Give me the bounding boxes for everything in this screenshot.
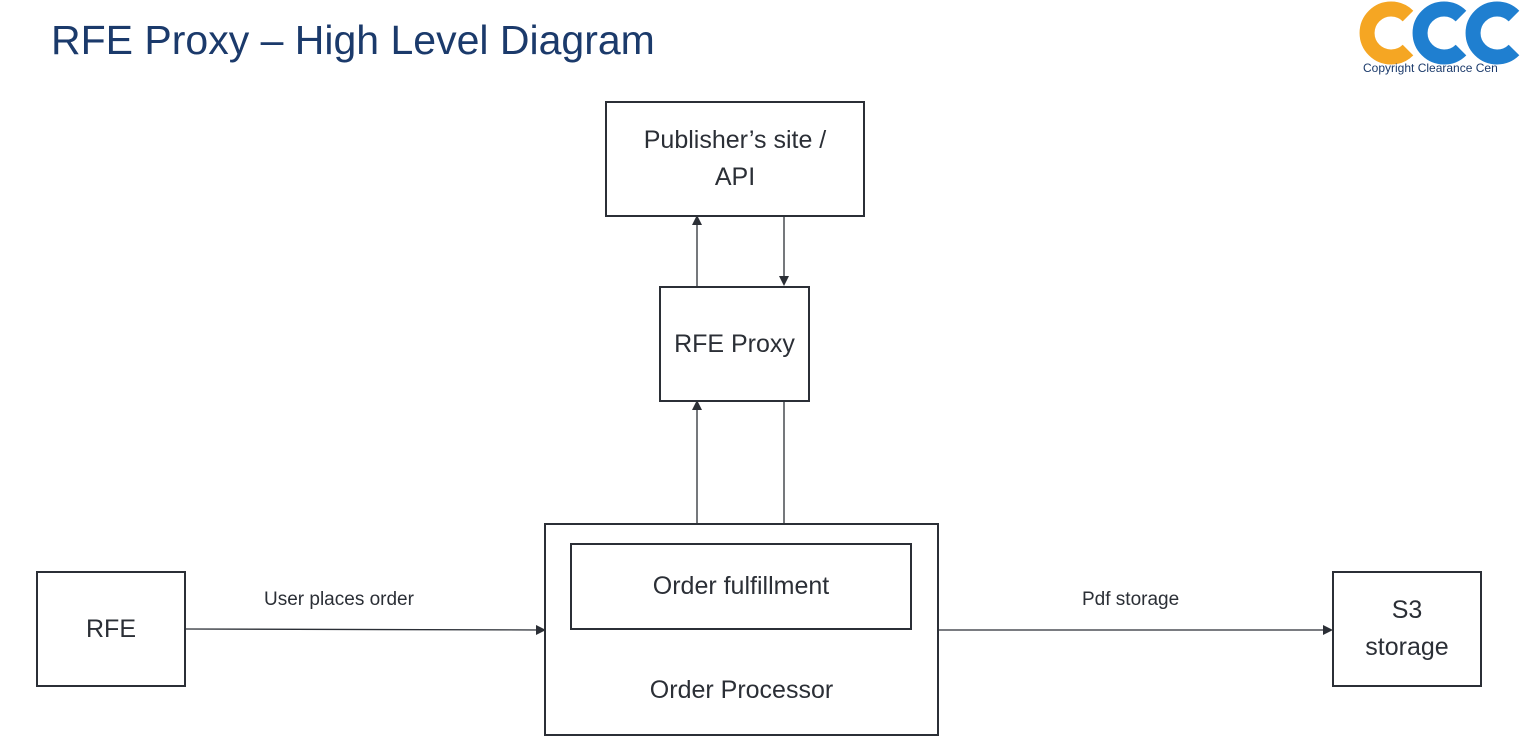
logo-caption: Copyright Clearance Cen (1363, 61, 1498, 75)
publisher-site-label-line1: Publisher’s site / (643, 126, 827, 154)
publisher-site-box: Publisher’s site / API (605, 101, 865, 217)
ccc-logo: Copyright Clearance Cen (1356, 0, 1524, 80)
edge-label-pdf-storage: Pdf storage (1082, 589, 1180, 610)
rfe-proxy-label: RFE Proxy (674, 329, 795, 358)
order-processor-label: Order Processor (649, 676, 834, 704)
edge-rfe-to-processor (185, 624, 546, 635)
edge-label-user-places-order: User places order (264, 589, 414, 610)
order-fulfillment-box: Order fulfillment (570, 543, 912, 630)
s3-storage-label-line2: storage (1365, 633, 1449, 661)
rfe-label: RFE (86, 614, 136, 643)
s3-storage-box: S3 storage (1332, 571, 1482, 687)
rfe-box: RFE (36, 571, 186, 687)
ccc-logo-mark (1359, 1, 1520, 65)
page-title: RFE Proxy – High Level Diagram (51, 17, 655, 63)
rfe-proxy-box: RFE Proxy (659, 286, 810, 402)
order-fulfillment-label: Order fulfillment (652, 572, 830, 600)
publisher-site-label-line2: API (714, 163, 756, 191)
s3-storage-label-line1: S3 (1391, 596, 1423, 624)
